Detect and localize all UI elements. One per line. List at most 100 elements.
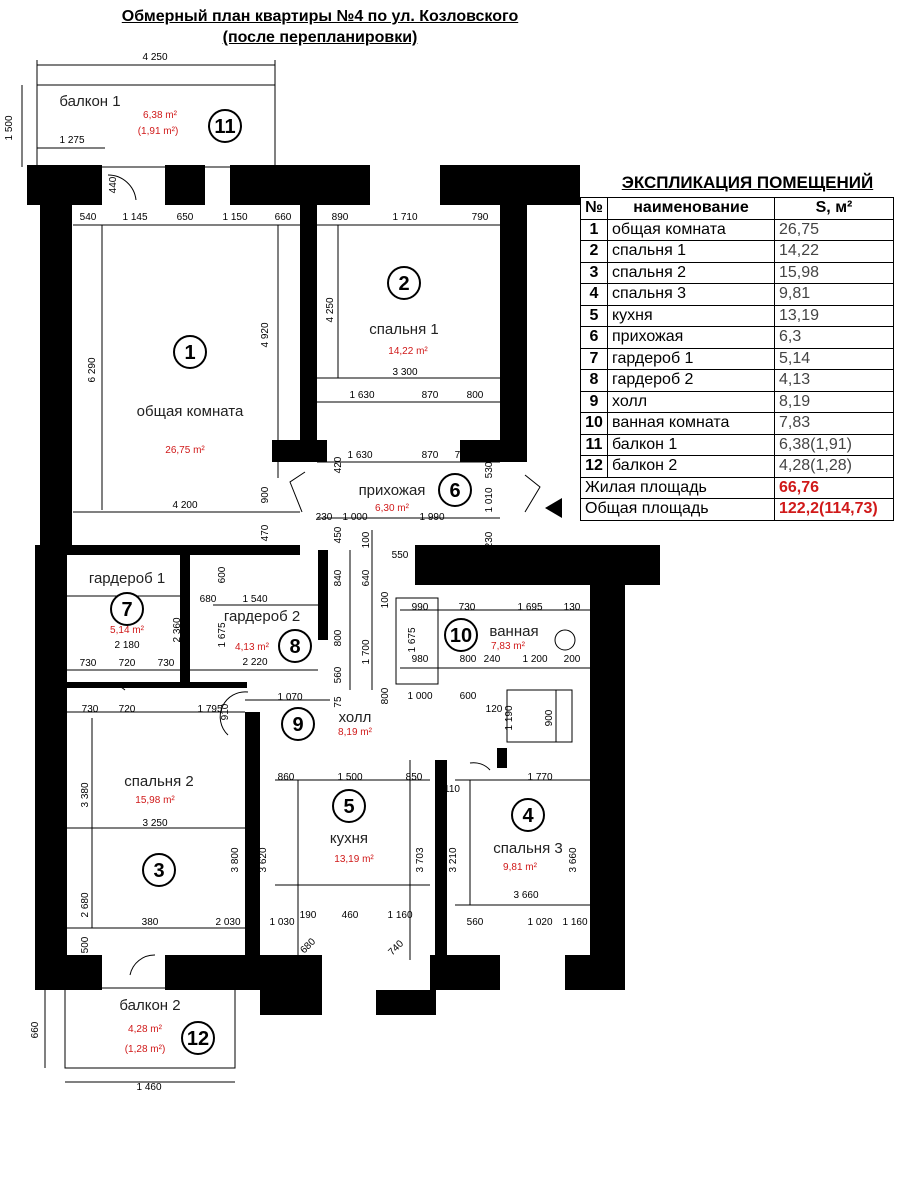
row-area: 15,98 [774,261,894,284]
room-8-number: 8 [289,636,300,658]
dimension-label: 2 220 [242,657,267,668]
dimension-label: 730 [158,658,175,669]
dimension-label: 1 500 [4,115,15,140]
room-1-name: общая комната [137,403,244,420]
row-area: 14,22 [774,240,894,263]
dimension-label: 530 [484,461,495,478]
dimension-label: 900 [544,709,555,726]
dimension-label: 240 [484,654,501,665]
room-11-area-reduced: (1,91 m²) [138,126,179,137]
dimension-label: 640 [361,569,372,586]
explication-panel: ЭКСПЛИКАЦИЯ ПОМЕЩЕНИЙ № наименование S, … [580,171,905,521]
dimension-label: 750 [470,561,481,578]
dimension-label: 4 250 [325,297,336,322]
row-area: 13,19 [774,304,894,327]
dimension-label: 450 [333,526,344,543]
dimension-label: 1 275 [59,135,84,146]
room-1-marker: 1 [173,335,207,369]
row-area: 6,3 [774,326,894,349]
room-8-area: 4,13 m² [235,642,270,653]
dimension-label: 1 675 [217,622,228,647]
total-area-label: Общая площадь [580,498,775,521]
room-10-area: 7,83 m² [491,641,526,652]
room-5-number: 5 [343,796,354,818]
room-6-number: 6 [449,480,460,502]
room-3-name: спальня 2 [124,773,193,790]
room-10-marker: 10 [444,618,478,652]
room-2-name: спальня 1 [369,321,438,338]
walls [27,165,660,1015]
dimension-label: 680 [200,594,217,605]
dimension-label: 800 [333,629,344,646]
dimension-label: 860 [278,772,295,783]
dimension-label: 800 [467,390,484,401]
dimension-label: 900 [260,486,271,503]
explication-title: ЭКСПЛИКАЦИЯ ПОМЕЩЕНИЙ [621,173,874,192]
room-9-name: холл [339,709,372,726]
dimension-label: 870 [422,390,439,401]
room-7-number: 7 [121,599,132,621]
row-area: 26,75 [774,218,894,241]
dimension-label: 1 000 [342,512,367,523]
room-markers: 1 2 3 4 5 6 7 8 9 10 11 12 [110,109,545,1055]
row-area: 9,81 [774,283,894,306]
row-name: общая комната [607,218,775,241]
room-6-area: 6,30 m² [375,503,410,514]
room-8-marker: 8 [278,629,312,663]
room-7-marker: 7 [110,592,144,626]
dimension-label: 1 070 [277,692,302,703]
balcony-1-outline [36,84,276,168]
room-2-number: 2 [398,273,409,295]
row-area: 5,14 [774,347,894,370]
row-name: ванная комната [607,412,775,435]
dimension-label: 870 [422,450,439,461]
row-num: 10 [580,412,608,435]
room-11-area: 6,38 m² [143,110,178,121]
row-name: гардероб 2 [607,369,775,392]
row-num: 9 [580,390,608,413]
dimension-label: 4 920 [260,322,271,347]
row-num: 11 [580,433,608,456]
row-name: гардероб 1 [607,347,775,370]
dimension-label: 800 [380,687,391,704]
dimension-label: 1 190 [504,705,515,730]
room-4-number: 4 [522,805,534,827]
dimension-label: 550 [392,550,409,561]
table-header-row: № наименование S, м² [580,197,894,220]
dimension-label: 2 360 [172,617,183,642]
dimension-label: 500 [80,936,91,953]
dimension-label: 1 770 [527,772,552,783]
room-10-name: ванная [489,623,538,640]
dimension-label: 740 [386,938,406,958]
dimension-label: 1 675 [407,627,418,652]
col-num-header: № [580,197,608,220]
dimension-label: 100 [380,591,391,608]
living-area-row: Жилая площадь 66,76 [580,476,894,499]
dimension-label: 4 250 [142,52,167,63]
row-num: 7 [580,347,608,370]
dimension-label: 1 000 [407,691,432,702]
row-num: 2 [580,240,608,263]
dimension-label: 660 [275,212,292,223]
row-name: балкон 2 [607,455,775,478]
dimension-label: 3 660 [568,847,579,872]
dimension-label: 660 [30,1021,41,1038]
room-12-marker: 12 [181,1021,215,1055]
row-area: 4,13 [774,369,894,392]
room-10-number: 10 [450,625,472,647]
room-2-marker: 2 [387,266,421,300]
dimension-label: 130 [564,602,581,613]
row-area: 6,38(1,91) [774,433,894,456]
total-area-value: 122,2(114,73) [774,498,894,521]
room-7-name: гардероб 1 [89,570,165,587]
dimension-label: 1 710 [392,212,417,223]
dimension-label: 540 [80,212,97,223]
